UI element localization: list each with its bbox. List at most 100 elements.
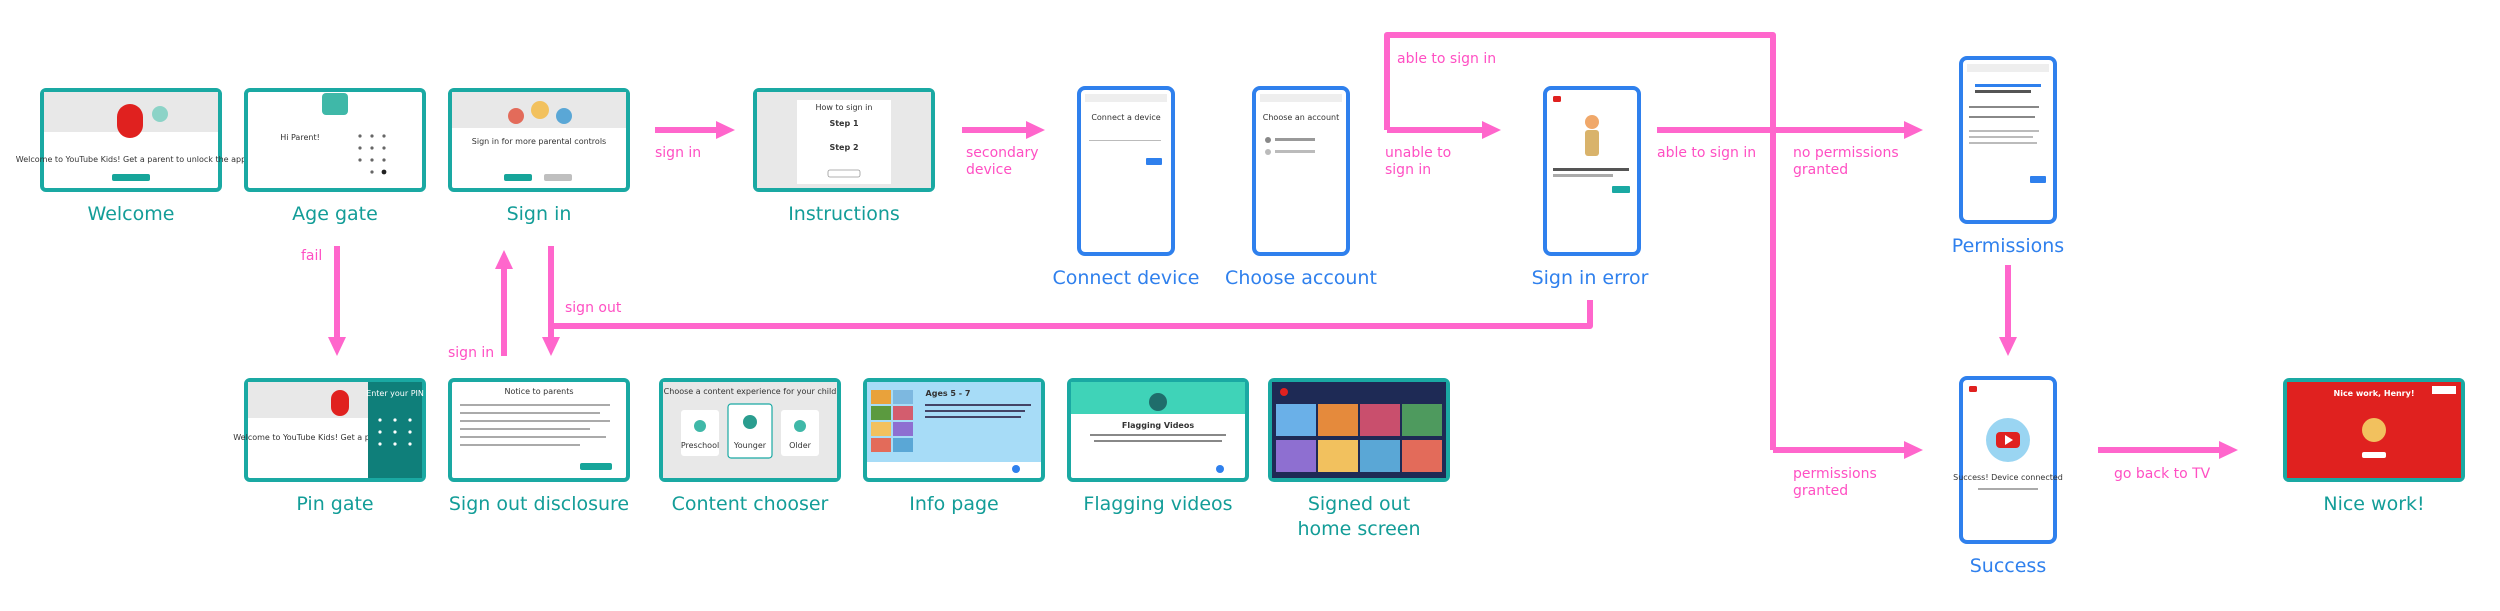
permission-row	[1969, 130, 2039, 132]
edge-label-go-back: go back to TV	[2114, 466, 2211, 482]
arrowhead	[542, 337, 560, 356]
pin-gate-side-text: Enter your PIN	[366, 389, 424, 398]
video-tile	[1360, 440, 1400, 472]
preschool-icon	[694, 420, 706, 432]
screen-label-connect-device: Connect device	[1052, 267, 1199, 289]
keypad	[358, 134, 387, 175]
flag-character-icon	[1149, 393, 1167, 411]
red-door-icon	[331, 390, 349, 416]
permissions-title-line	[1975, 84, 2041, 87]
content-option-card	[681, 410, 719, 456]
info-text-line	[925, 410, 1025, 412]
screen-age-gate: Hi Parent!	[244, 88, 426, 192]
done-button	[2362, 452, 2386, 458]
screen-nice-work: Nice work, Henry!	[2283, 378, 2465, 482]
account-row	[1275, 150, 1315, 153]
arrowhead	[1904, 121, 1923, 139]
edge-label-unable: unable to	[1385, 145, 1451, 161]
kid-avatar-icon	[531, 101, 549, 119]
permissions-title-line	[1975, 90, 2031, 93]
age-gate-thumb-text: Hi Parent!	[280, 133, 320, 142]
instructions-step2: Step 2	[829, 143, 858, 152]
error-title-line	[1553, 168, 1629, 171]
flagging-videos-thumb-text: Flagging Videos	[1122, 421, 1194, 430]
video-tile	[1318, 404, 1358, 436]
instructions-title: How to sign in	[816, 103, 873, 112]
pin-side-panel	[368, 382, 422, 478]
permission-row	[1969, 106, 2039, 108]
screen-label-sign-in-error: Sign in error	[1532, 267, 1649, 289]
sign-in-button	[504, 174, 532, 181]
thumbnail	[871, 438, 891, 452]
notice-text-line	[460, 436, 606, 438]
edge-label-sign-in: sign in	[655, 145, 701, 161]
notice-text-line	[460, 420, 610, 422]
kid-avatar-icon	[508, 108, 524, 124]
allow-button	[2030, 176, 2046, 183]
mascot-icon	[152, 106, 168, 122]
sign-out-disclosure-thumb-text: Notice to parents	[504, 387, 573, 396]
permission-row	[1969, 136, 2033, 138]
content-option-card-selected	[727, 403, 773, 459]
thumbnail	[893, 438, 913, 452]
content-option-card	[781, 410, 819, 456]
arrowhead	[328, 337, 346, 356]
screen-pin-gate: Welcome to YouTube Kids! Get a pare Ente…	[233, 378, 426, 482]
screen-header-band	[248, 382, 368, 418]
arrowhead	[1999, 337, 2017, 356]
permission-row	[1969, 116, 2035, 118]
video-tile	[1402, 440, 1442, 472]
get-started-button	[112, 174, 150, 181]
edge-label-able: able to sign in	[1657, 145, 1756, 161]
screen-label-sign-out-disclosure: Sign out disclosure	[449, 493, 629, 515]
next-button	[1146, 158, 1162, 165]
screen-success: Success! Device connected	[1953, 376, 2063, 544]
continue-button	[580, 463, 612, 470]
screen-label-age-gate: Age gate	[292, 203, 378, 225]
arrowhead	[1904, 441, 1923, 459]
edge-label-permissions-granted-2: granted	[1793, 483, 1848, 499]
screen-permissions	[1959, 56, 2057, 224]
instructions-step1: Step 1	[829, 119, 859, 128]
browser-bar	[1085, 94, 1167, 102]
profile-chip	[2432, 386, 2456, 394]
error-text-line	[1553, 174, 1613, 177]
tv-frame	[244, 88, 426, 192]
choose-account-thumb-text: Choose an account	[1263, 113, 1339, 122]
video-tile	[1318, 440, 1358, 472]
phone-frame	[1959, 56, 2057, 224]
success-text-line	[1978, 488, 2038, 490]
code-button	[827, 169, 861, 178]
add-account-icon	[1265, 149, 1271, 155]
connect-device-thumb-text: Connect a device	[1091, 113, 1160, 122]
screen-instructions: How to sign in Step 1 Step 2	[753, 88, 935, 192]
thumbnail	[871, 422, 891, 436]
red-door-icon	[117, 104, 143, 138]
edge-label-sign-out: sign out	[565, 300, 622, 316]
video-tile	[1276, 440, 1316, 472]
screen-label-welcome: Welcome	[88, 203, 175, 225]
ok-button	[1612, 186, 1630, 193]
younger-icon	[743, 415, 757, 429]
arrowhead	[2219, 441, 2238, 459]
screen-label-instructions: Instructions	[788, 203, 900, 225]
thumbnail	[893, 390, 913, 404]
pin-gate-thumb-text: Welcome to YouTube Kids! Get a pare	[233, 433, 383, 442]
code-input-line	[1089, 140, 1161, 141]
screen-label-signed-out-home-2: home screen	[1297, 518, 1420, 540]
play-triangle-icon	[2005, 435, 2013, 445]
arrowhead	[716, 121, 735, 139]
screen-signed-out-home	[1268, 378, 1450, 482]
notice-text-line	[460, 412, 600, 414]
notice-text-line	[460, 428, 590, 430]
content-chooser-thumb-text: Choose a content experience for your chi…	[664, 387, 837, 396]
arrow-top-loop	[1384, 32, 1776, 450]
older-icon	[794, 420, 806, 432]
account-row	[1275, 138, 1315, 141]
browser-bar	[1260, 94, 1342, 102]
kid-avatar-icon	[556, 108, 572, 124]
edge-label-secondary-device: secondary	[966, 145, 1039, 161]
screen-sign-in-error	[1543, 86, 1641, 256]
thumbnail	[893, 406, 913, 420]
browser-bar	[1967, 64, 2049, 72]
